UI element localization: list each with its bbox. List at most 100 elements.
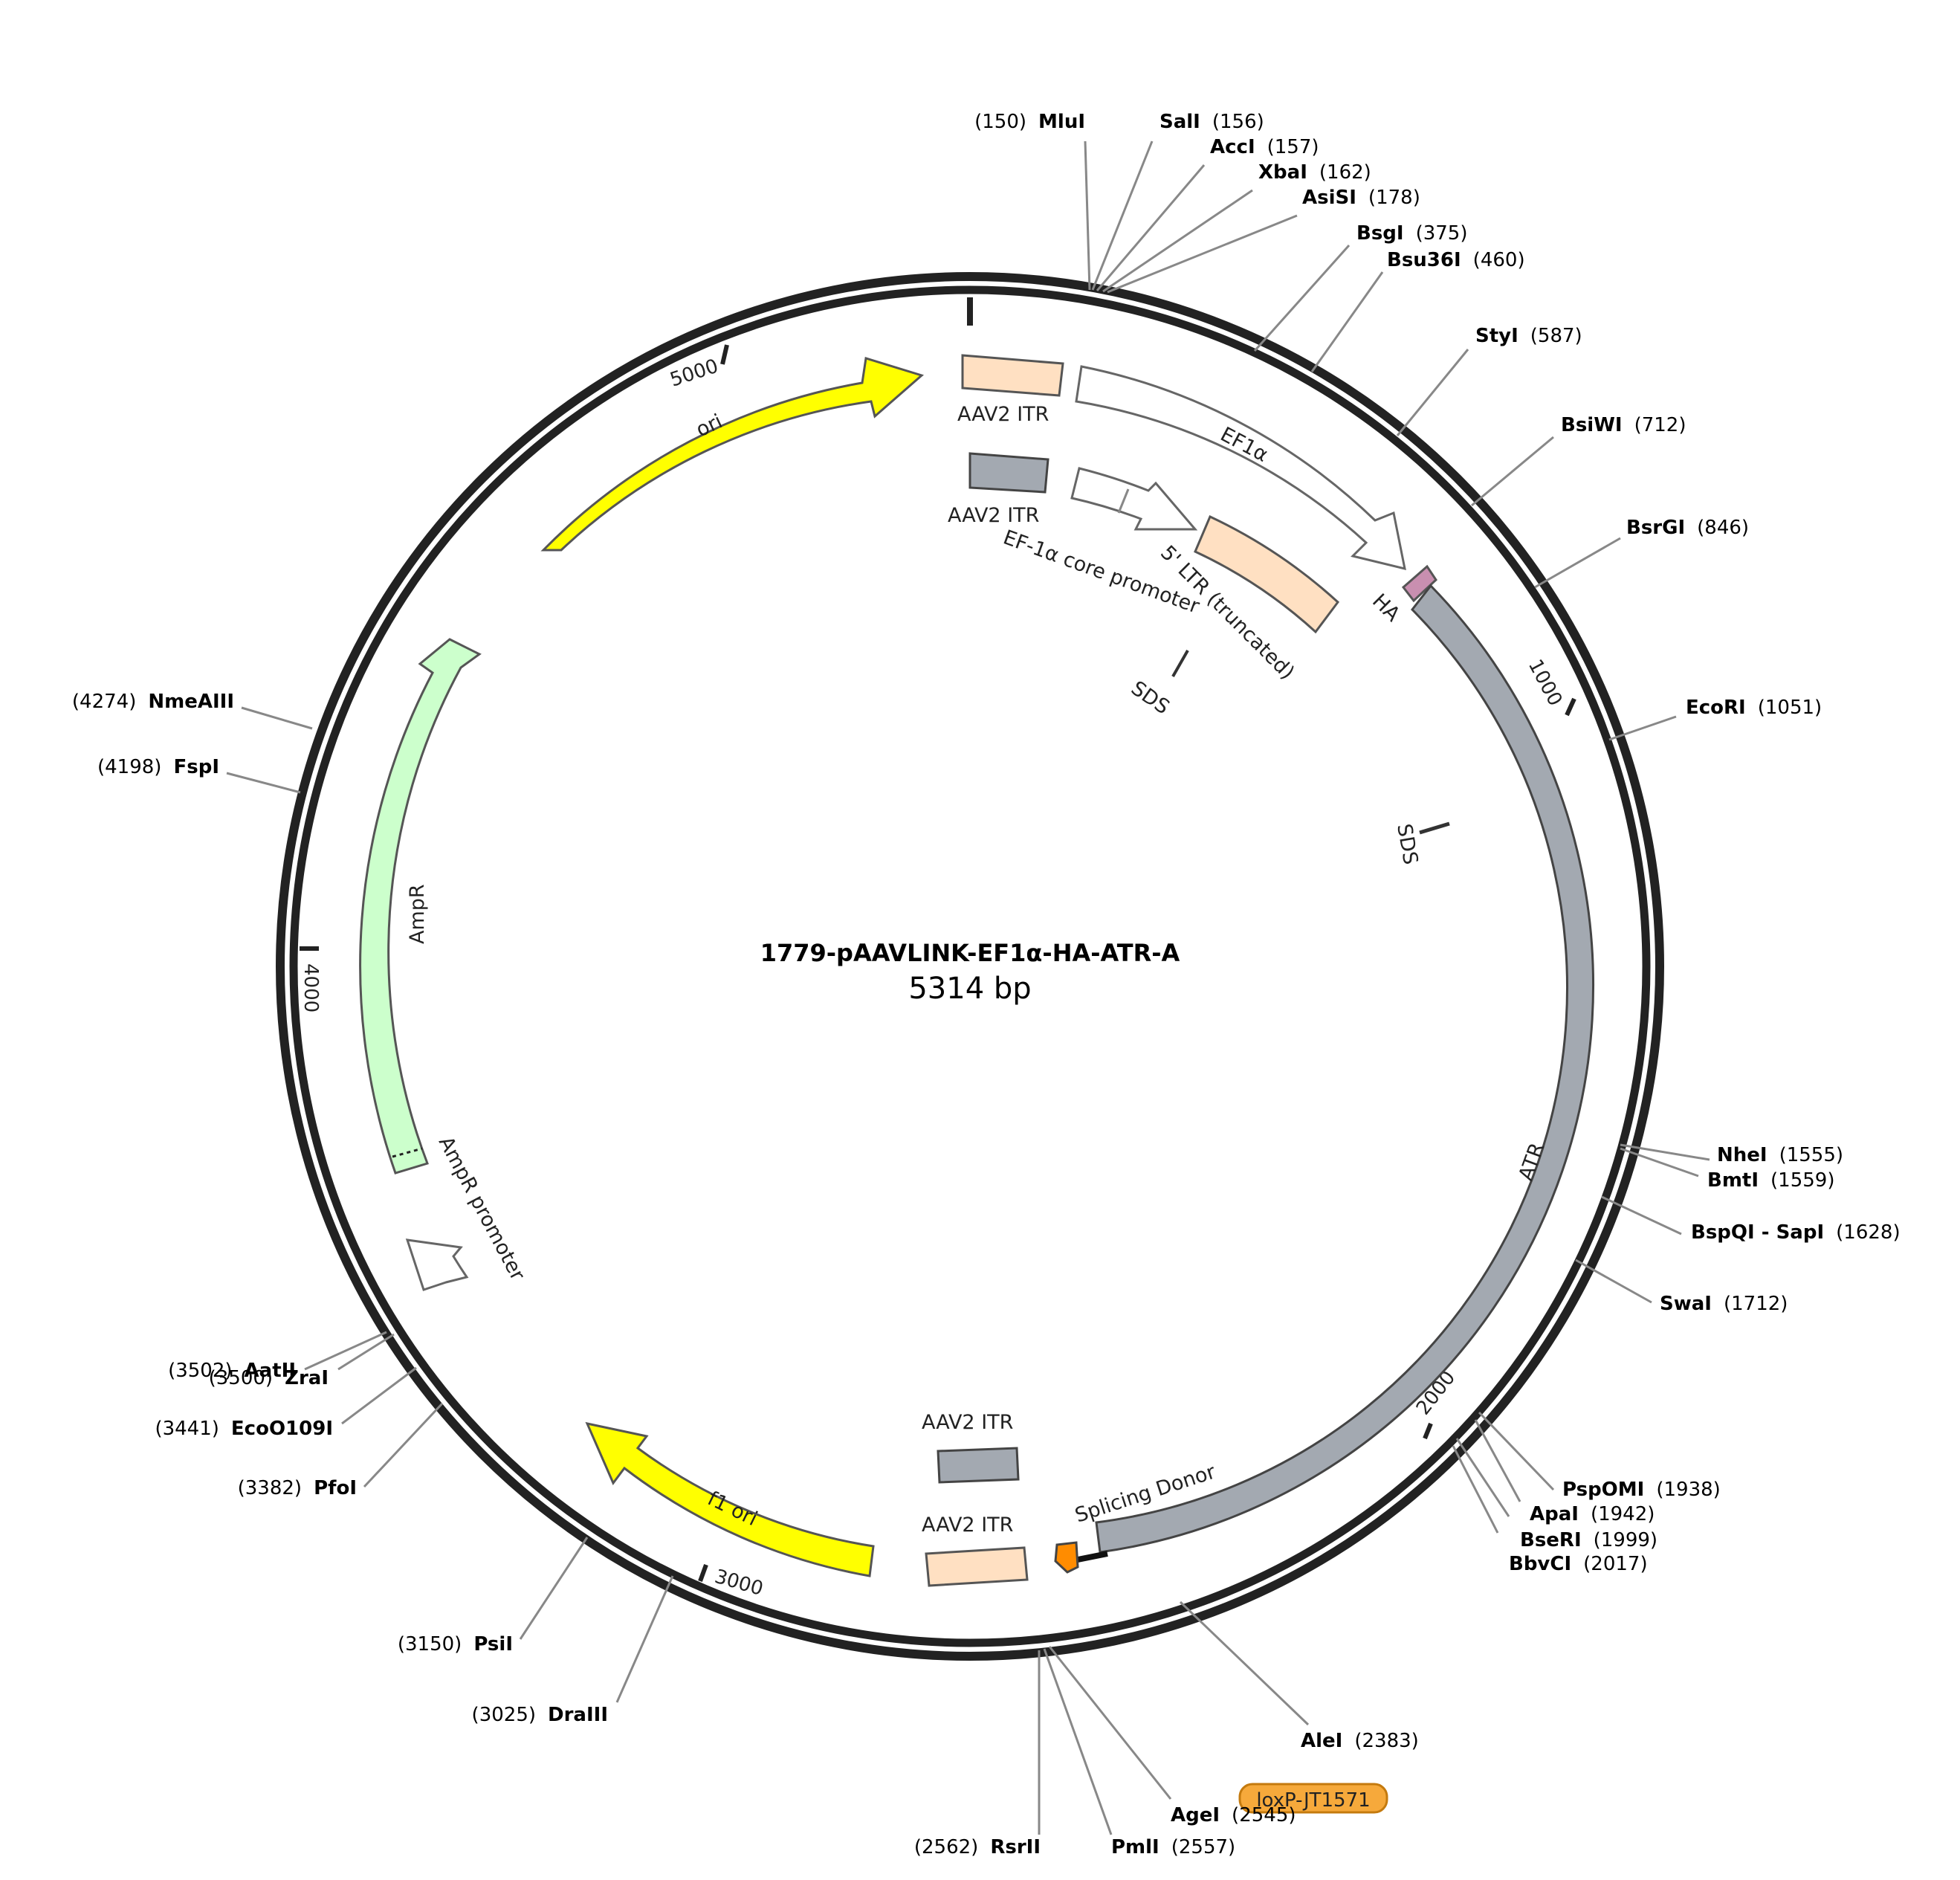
site-leader (1478, 1411, 1555, 1491)
site-name: NmeAIII (148, 691, 234, 713)
site-leader (1620, 1147, 1699, 1178)
site-position: (162) (1319, 161, 1371, 184)
site-name: ZraI (285, 1367, 329, 1389)
site-name: EcoRI (1686, 697, 1746, 719)
ltr-block (1194, 514, 1340, 634)
site-position: (156) (1212, 111, 1264, 133)
site-label: BmtI(1559) (1707, 1169, 1834, 1192)
site-position: (178) (1368, 187, 1420, 209)
site-label: BseRI(1999) (1520, 1529, 1657, 1551)
site-leader (1471, 436, 1554, 507)
itr-bottom-inner-block (937, 1447, 1020, 1484)
site-label: (3502)AatII (168, 1360, 296, 1382)
site-label: EcoRI (1051) (1686, 697, 1822, 719)
itr-top-block (961, 354, 1064, 397)
site-position: (460) (1473, 249, 1525, 271)
itr-bottom-label: AAV2 ITR (922, 1514, 1013, 1537)
restriction-sites: (150) MluI SalI(156) AccI(157) XbaI (162) AsiS… (72, 111, 1901, 1858)
site-leader (1253, 245, 1351, 352)
site-position: (2562) (914, 1836, 978, 1858)
site-leader (341, 1366, 417, 1425)
site-position: (157) (1267, 136, 1319, 158)
site-leader (1396, 349, 1469, 436)
site-name: XbaI (1258, 161, 1307, 184)
site-label: (3441)EcoO109I (155, 1418, 333, 1440)
site-name: PmlI (1111, 1836, 1159, 1858)
site-label: SalI(156) (1159, 111, 1264, 133)
site-position: (3025) (472, 1704, 536, 1726)
site-leader (304, 1331, 387, 1371)
site-position: (1051) (1758, 697, 1822, 719)
site-position: (3500) (209, 1367, 273, 1389)
sds-upper-mark (1171, 650, 1189, 677)
site-leader (1452, 1445, 1499, 1534)
site-leader (1084, 140, 1091, 291)
site-position: (150) (974, 111, 1026, 133)
ampr-dotted (392, 1147, 423, 1158)
site-label: AgeI(2545) (1171, 1804, 1296, 1826)
site-label: (4274) NmeAIII (72, 691, 234, 713)
site-label: SwaI(1712) (1660, 1293, 1788, 1315)
site-name: PfoI (314, 1477, 357, 1499)
site-name: BsgI (1356, 222, 1404, 245)
itr-bottom-block (925, 1546, 1029, 1587)
site-label: ApaI(1942) (1530, 1503, 1655, 1525)
site-name: BbvCI (1509, 1553, 1571, 1575)
site-label: XbaI (162) (1258, 161, 1371, 184)
site-name: BmtI (1707, 1169, 1759, 1192)
site-label: NheI(1555) (1717, 1144, 1843, 1166)
site-name: RsrII (990, 1836, 1041, 1858)
site-position: (3382) (238, 1477, 302, 1499)
site-position: (2383) (1354, 1730, 1418, 1752)
site-position: (2017) (1583, 1553, 1647, 1575)
site-position: (846) (1697, 517, 1749, 539)
site-name: MluI (1038, 111, 1085, 133)
ha-block (1401, 564, 1437, 603)
site-label: (4198)FspI (97, 756, 219, 778)
site-name: AgeI (1171, 1804, 1220, 1826)
site-label: PspOMI(1938) (1562, 1479, 1721, 1501)
site-name: Bsu36I (1387, 249, 1461, 271)
loxp-badge (1238, 1783, 1388, 1814)
site-label: StyI (587) (1475, 325, 1582, 347)
site-label: PmlI(2557) (1111, 1836, 1235, 1858)
splicing-donor-arrow (1054, 1541, 1079, 1574)
site-position: (1555) (1779, 1144, 1843, 1166)
site-position: (587) (1530, 325, 1582, 347)
site-leader (363, 1402, 444, 1488)
site-position: (3502) (168, 1360, 232, 1382)
site-leader (1096, 164, 1206, 291)
itr-bottom-inner-label: AAV2 ITR (922, 1411, 1013, 1434)
site-name: BsiWI (1561, 414, 1623, 436)
site-label: (3382) PfoI (238, 1477, 357, 1499)
site-label: BspQI - SapI(1628) (1691, 1221, 1901, 1244)
backbone (276, 272, 1664, 1661)
site-leader (1474, 1419, 1521, 1502)
site-label: AccI(157) (1210, 136, 1319, 158)
atr-block (1095, 584, 1595, 1554)
site-name: BseRI (1520, 1529, 1582, 1551)
site-name: AleI (1301, 1730, 1342, 1752)
site-name: AsiSI (1302, 187, 1356, 209)
site-leader (1102, 189, 1253, 293)
site-label: (2562) RsrII (914, 1836, 1041, 1858)
site-name: FspI (173, 756, 219, 778)
site-label: AsiSI (178) (1302, 187, 1420, 209)
f1ori-arrow (585, 1421, 875, 1577)
site-leader (1601, 1195, 1682, 1235)
site-label: AleI (2383) (1301, 1730, 1419, 1752)
site-leader (519, 1537, 589, 1640)
sds-right-label: SDS (1392, 822, 1422, 867)
site-leader (1043, 1648, 1113, 1835)
site-leader (1455, 1438, 1510, 1517)
site-label: BsiWI(712) (1561, 414, 1686, 436)
site-name: StyI (1475, 325, 1518, 347)
sds-right-mark (1419, 821, 1450, 835)
site-name: ApaI (1530, 1503, 1579, 1525)
ef1a-arrow (1075, 365, 1406, 571)
site-position: (3441) (155, 1418, 219, 1440)
site-position: (4274) (72, 691, 136, 713)
plasmid-length: 5314 bp (908, 972, 1031, 1006)
ha-label: HA (1368, 589, 1405, 627)
itr-top-label: AAV2 ITR (957, 403, 1049, 426)
